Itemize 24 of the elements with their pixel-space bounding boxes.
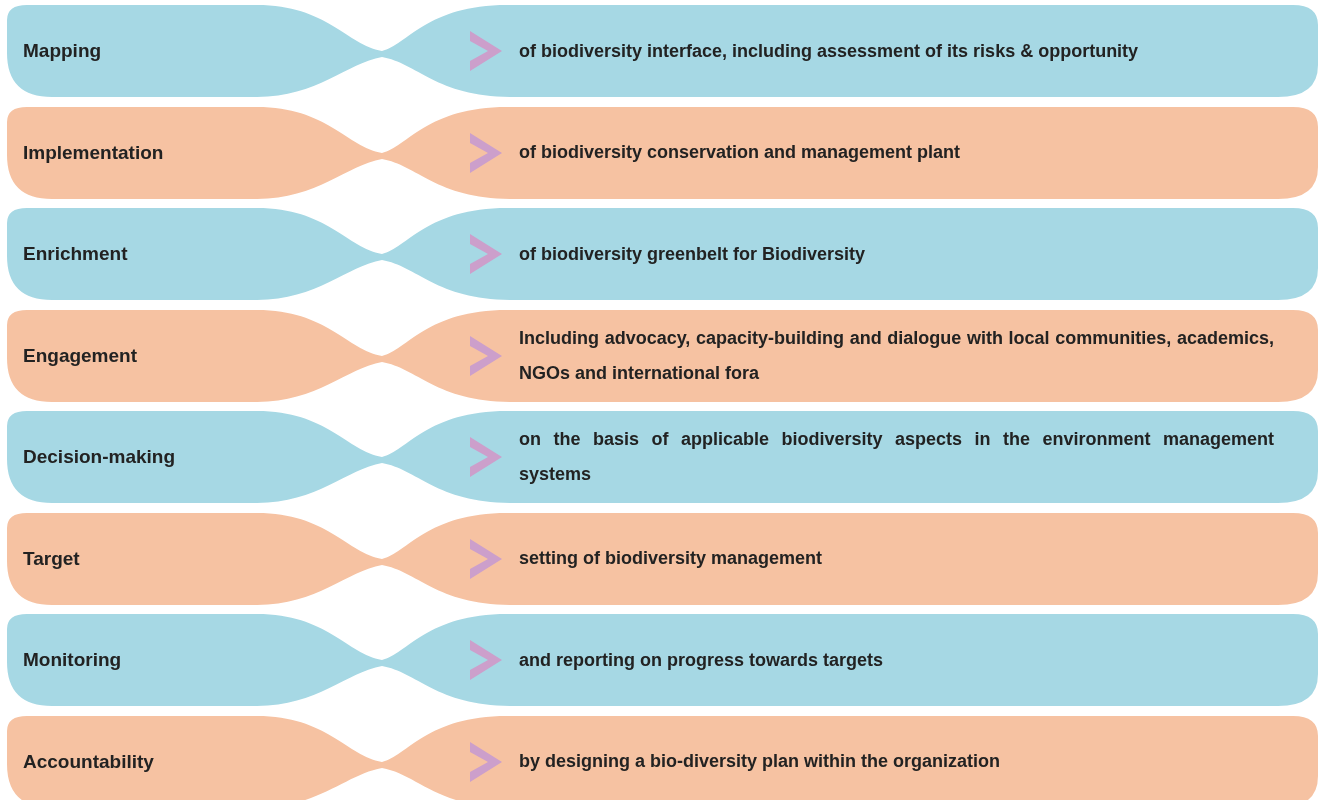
term-label: Monitoring [23, 649, 122, 671]
description-text: of biodiversity greenbelt for Biodiversity [519, 242, 866, 266]
ribbon-band [7, 614, 1318, 706]
description-text: on the basis of applicable biodiversity aspects in the environment management systems [519, 428, 1274, 486]
ribbon-band [7, 512, 1318, 605]
term-label: Enrichment [23, 243, 128, 265]
ribbon-band [7, 411, 1318, 503]
term-label: Engagement [23, 344, 138, 367]
term-label: Implementation [23, 141, 164, 164]
term-label: Mapping [23, 40, 102, 62]
term-label: Accountability [23, 750, 154, 773]
description-text: by designing a bio-diversity plan within the organization [519, 750, 1001, 773]
ribbon-band [7, 106, 1318, 199]
ribbon-band [7, 715, 1318, 800]
description-text: of biodiversity conservation and management plant [519, 141, 961, 164]
description-text: of biodiversity interface, including assessment of its risks & opportunity [519, 39, 1139, 63]
ribbon-band [7, 5, 1318, 97]
description-text: setting of biodiversity management [519, 547, 823, 570]
term-label: Target [23, 547, 80, 570]
description-text: and reporting on progress towards targets [519, 648, 884, 672]
description-text: Including advocacy, capacity-building and dialogue with local communities, academics, NGOs and international fora [519, 326, 1274, 385]
ribbon-band [7, 309, 1318, 402]
ribbon-band [7, 208, 1318, 300]
term-label: Decision-making [23, 446, 176, 468]
